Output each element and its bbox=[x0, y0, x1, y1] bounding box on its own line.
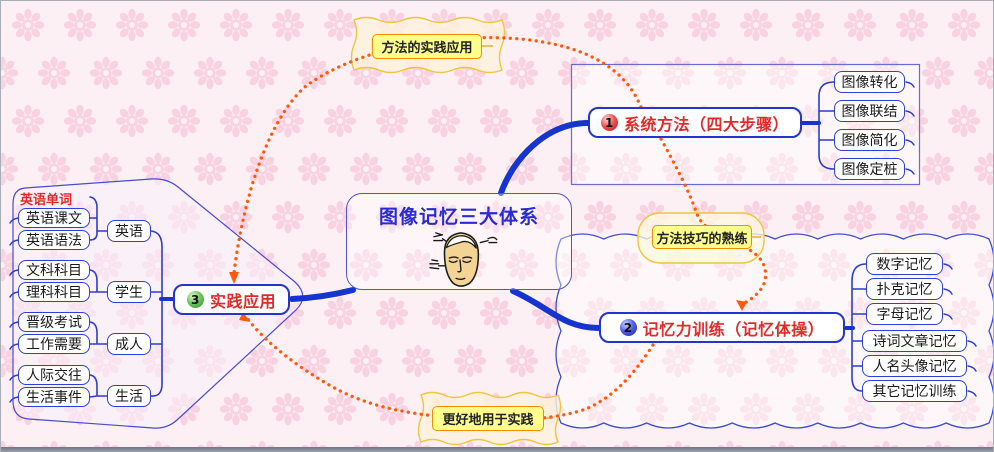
callout-label[interactable]: 方法技巧的熟练 bbox=[652, 225, 752, 249]
callout-label[interactable]: 方法的实践应用 bbox=[372, 34, 482, 59]
branch-rails bbox=[9, 81, 977, 403]
practice-application-label: 实践应用 bbox=[209, 293, 276, 311]
branch1-item[interactable]: 图像联结 bbox=[834, 100, 905, 122]
branch1-item[interactable]: 图像定桩 bbox=[834, 158, 905, 180]
branch3-group[interactable]: 成人 bbox=[107, 333, 151, 355]
priority-2-icon: 2 bbox=[619, 319, 637, 336]
branch3-child[interactable]: 文科科目 bbox=[18, 260, 90, 280]
central-topic-title: 图像记忆三大体系 bbox=[378, 207, 539, 228]
branch3-child[interactable]: 理科科目 bbox=[18, 282, 90, 302]
branch3-child-highlighted[interactable]: 英语单词 bbox=[20, 192, 73, 207]
branch2-item[interactable]: 其它记忆训练 bbox=[862, 380, 967, 402]
callout-label[interactable]: 更好地用于实践 bbox=[432, 406, 544, 431]
main-branch-connectors bbox=[159, 120, 855, 331]
branch2-item[interactable]: 诗词文章记忆 bbox=[862, 330, 967, 352]
priority-1-icon: 1 bbox=[600, 114, 618, 131]
branch3-group[interactable]: 生活 bbox=[107, 385, 151, 407]
window-bottom-edge bbox=[1, 447, 993, 452]
thinking-head-icon bbox=[429, 232, 498, 287]
priority-3-icon: 3 bbox=[186, 291, 204, 308]
branch2-item[interactable]: 数字记忆 bbox=[866, 253, 943, 275]
branch2-item[interactable]: 扑克记忆 bbox=[866, 278, 943, 300]
branch1-item[interactable]: 图像转化 bbox=[834, 71, 905, 93]
branch3-child[interactable]: 工作需要 bbox=[18, 334, 90, 354]
branch3-child[interactable]: 英语语法 bbox=[18, 230, 90, 250]
branch3-group[interactable]: 英语 bbox=[107, 220, 151, 242]
branch3-child[interactable]: 人际交往 bbox=[18, 365, 90, 385]
branch1-item[interactable]: 图像简化 bbox=[834, 129, 905, 151]
branch3-child[interactable]: 晋级考试 bbox=[18, 312, 90, 332]
system-method-node[interactable]: 1 系统方法（四大步骤） bbox=[588, 107, 802, 138]
central-topic-node[interactable]: 图像记忆三大体系 bbox=[346, 193, 572, 290]
branch3-child[interactable]: 生活事件 bbox=[18, 387, 90, 407]
branch2-item[interactable]: 字母记忆 bbox=[866, 303, 943, 325]
system-method-label: 系统方法（四大步骤） bbox=[623, 116, 789, 134]
practice-application-node[interactable]: 3 实践应用 bbox=[173, 284, 290, 315]
memory-training-label: 记忆力训练（记忆体操） bbox=[642, 321, 825, 339]
memory-training-node[interactable]: 2 记忆力训练（记忆体操） bbox=[599, 312, 845, 343]
branch2-item[interactable]: 人名头像记忆 bbox=[862, 355, 967, 377]
branch3-group[interactable]: 学生 bbox=[107, 281, 151, 303]
branch3-child[interactable]: 英语课文 bbox=[18, 208, 90, 228]
